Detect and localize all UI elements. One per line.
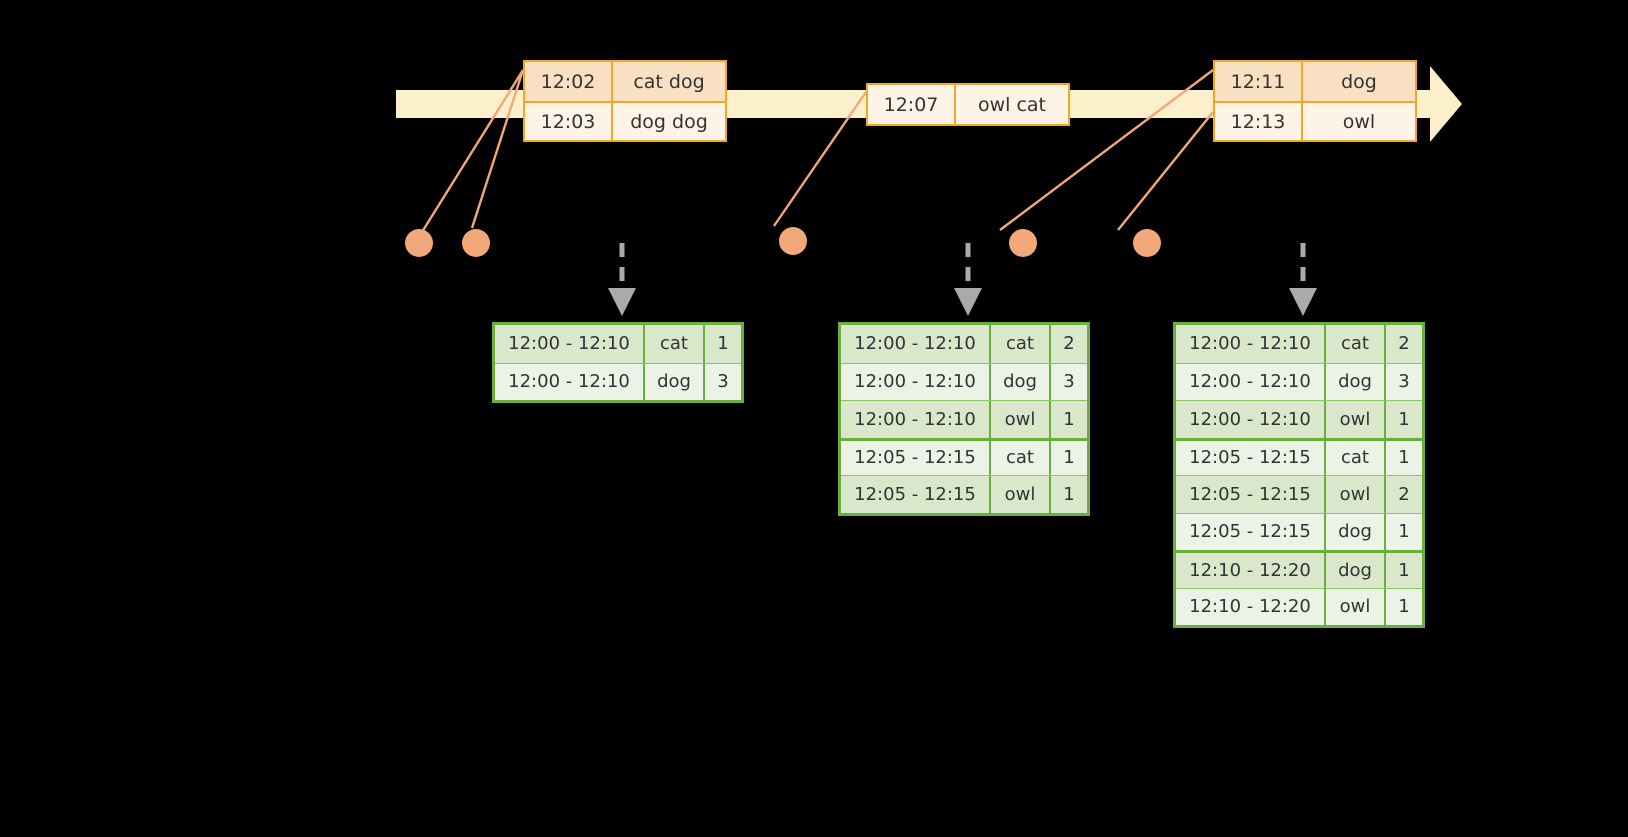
cell-count: 1 (1051, 401, 1087, 438)
event-row: 12:13 owl (1215, 101, 1415, 140)
cell-count: 1 (1386, 401, 1422, 438)
cell-key: cat (991, 325, 1051, 363)
cell-window: 12:00 - 12:10 (841, 401, 991, 438)
event-row: 12:02 cat dog (525, 62, 725, 101)
cell-window: 12:00 - 12:10 (841, 363, 991, 400)
cell-count: 1 (1386, 513, 1422, 550)
cell-window: 12:00 - 12:10 (1176, 401, 1326, 438)
cell-key: owl (1326, 401, 1386, 438)
event-row: 12:11 dog (1215, 62, 1415, 101)
cell-window: 12:00 - 12:10 (1176, 325, 1326, 363)
event-row: 12:03 dog dog (525, 101, 725, 140)
emit-arrow-head-3 (1289, 288, 1317, 316)
cell-window: 12:10 - 12:20 (1176, 553, 1326, 588)
cell-count: 2 (1051, 325, 1087, 363)
cell-key: dog (991, 363, 1051, 400)
cell-window: 12:00 - 12:10 (1176, 363, 1326, 400)
event-box-1: 12:02 cat dog 12:03 dog dog (523, 60, 727, 142)
connector-dot-1 (405, 229, 433, 257)
cell-key: cat (1326, 325, 1386, 363)
cell-window: 12:00 - 12:10 (841, 325, 991, 363)
emit-arrow-head-2 (954, 288, 982, 316)
cell-count: 3 (1051, 363, 1087, 400)
cell-key: dog (1326, 363, 1386, 400)
connector-dot-3 (779, 227, 807, 255)
cell-count: 3 (705, 363, 741, 400)
cell-count: 1 (1386, 588, 1422, 625)
cell-window: 12:10 - 12:20 (1176, 588, 1326, 625)
cell-window: 12:00 - 12:10 (495, 363, 645, 400)
event-time: 12:02 (525, 62, 613, 101)
cell-window: 12:05 - 12:15 (841, 476, 991, 513)
connector-dot-5 (1133, 229, 1161, 257)
cell-count: 2 (1386, 476, 1422, 513)
emit-arrow-heads-group (608, 288, 1317, 316)
cell-window: 12:00 - 12:10 (495, 325, 645, 363)
cell-key: cat (1326, 440, 1386, 475)
cell-count: 1 (1386, 440, 1422, 475)
connector-line-2 (470, 69, 525, 229)
event-time: 12:13 (1215, 103, 1303, 140)
cell-key: owl (991, 401, 1051, 438)
cell-window: 12:05 - 12:15 (1176, 513, 1326, 550)
event-time: 12:03 (525, 103, 613, 140)
cell-key: owl (991, 476, 1051, 513)
cell-key: cat (991, 440, 1051, 475)
cell-count: 1 (1051, 440, 1087, 475)
cell-key: dog (645, 363, 705, 400)
connector-line-3 (773, 91, 867, 227)
event-words: owl cat (956, 85, 1068, 124)
event-row: 12:07 owl cat (868, 85, 1068, 124)
connector-line-1 (420, 69, 525, 233)
cell-key: owl (1326, 476, 1386, 513)
event-time: 12:07 (868, 85, 956, 124)
event-words: dog (1303, 62, 1415, 101)
connector-dot-4 (1009, 229, 1037, 257)
emit-arrow-head-1 (608, 288, 636, 316)
event-box-2: 12:07 owl cat (866, 83, 1070, 126)
cell-key: dog (1326, 553, 1386, 588)
cell-count: 1 (1386, 553, 1422, 588)
cell-count: 3 (1386, 363, 1422, 400)
event-box-3: 12:11 dog 12:13 owl (1213, 60, 1417, 142)
cell-window: 12:05 - 12:15 (1176, 476, 1326, 513)
cell-window: 12:05 - 12:15 (1176, 440, 1326, 475)
connector-line-5 (1117, 111, 1214, 231)
cell-key: cat (645, 325, 705, 363)
cell-count: 2 (1386, 325, 1422, 363)
event-time: 12:11 (1215, 62, 1303, 101)
cell-key: dog (1326, 513, 1386, 550)
event-words: cat dog (613, 62, 725, 101)
cell-count: 1 (705, 325, 741, 363)
connector-dot-2 (462, 229, 490, 257)
event-words: dog dog (613, 103, 725, 140)
connector-dots-group (405, 227, 1161, 257)
cell-window: 12:05 - 12:15 (841, 440, 991, 475)
cell-key: owl (1326, 588, 1386, 625)
event-words: owl (1303, 103, 1415, 140)
cell-count: 1 (1051, 476, 1087, 513)
